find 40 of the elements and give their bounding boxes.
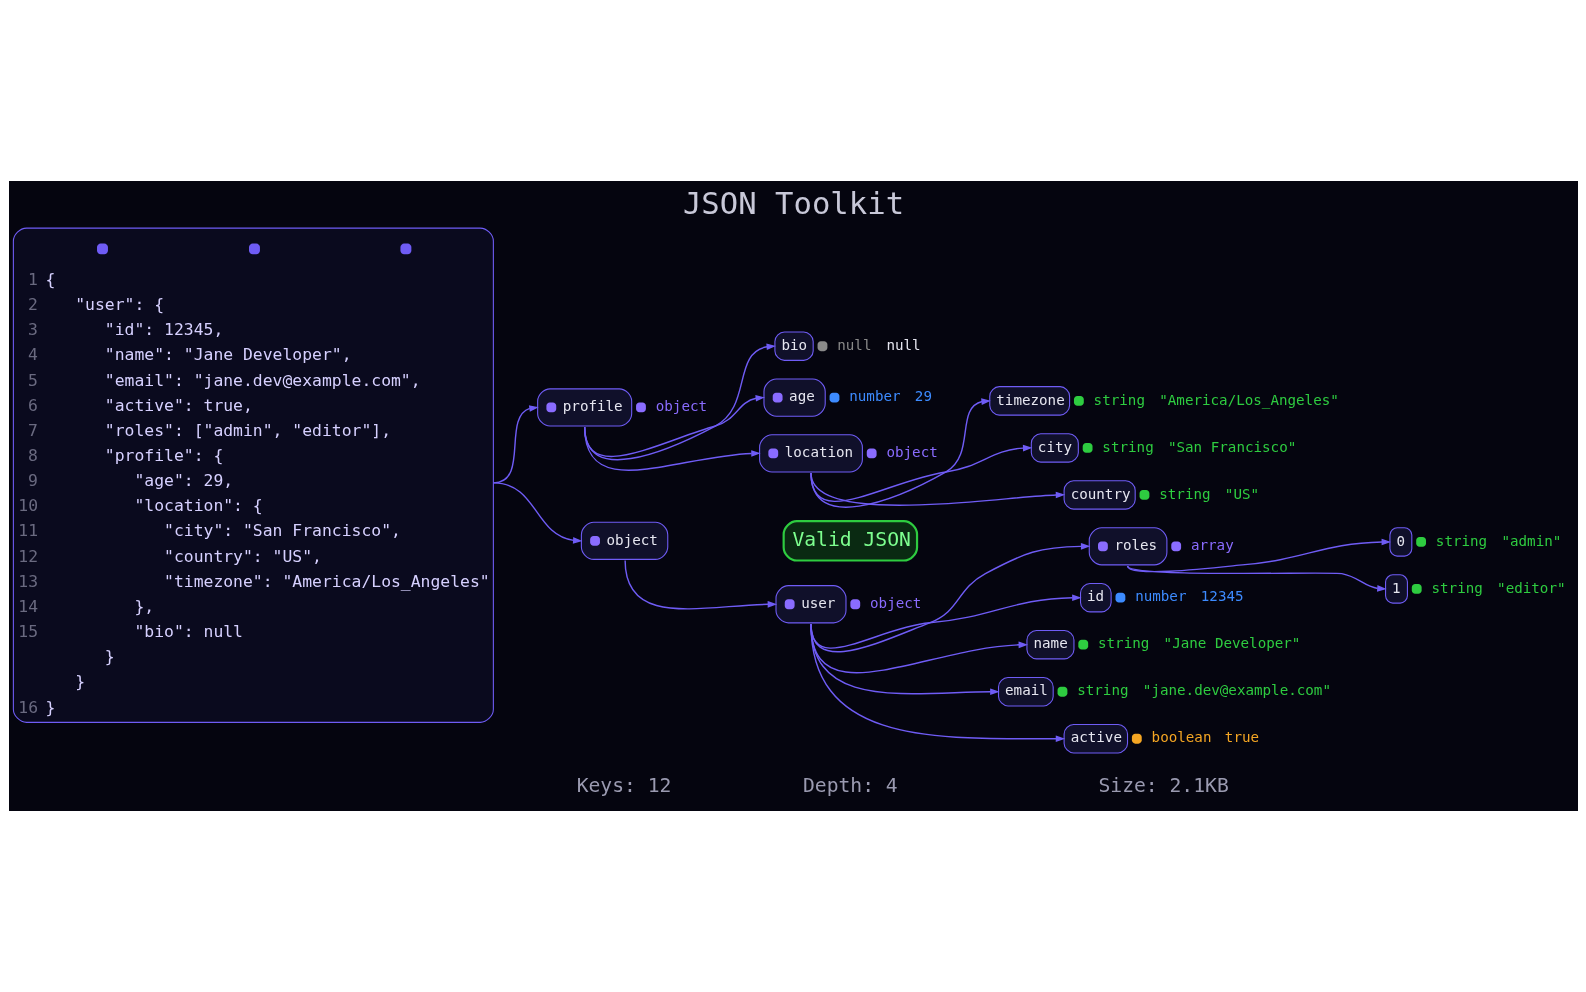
- node-label: "jane.dev@example.com": [1142, 682, 1331, 699]
- node-label: 29: [914, 388, 932, 405]
- node-label: true: [1224, 729, 1259, 746]
- node-label: string: [1435, 532, 1487, 549]
- arrow: [492, 405, 539, 484]
- node-label: string: [1101, 438, 1154, 455]
- node-box: Valid JSON: [782, 520, 918, 562]
- node-label: "editor": [1496, 579, 1566, 596]
- node-label: boolean: [1151, 729, 1211, 746]
- node-label: object: [885, 444, 938, 461]
- arrow: [492, 482, 582, 544]
- label: Depth: 4: [802, 773, 898, 797]
- arrow: [1126, 565, 1387, 592]
- arrow: [809, 398, 991, 508]
- node-label: array: [1190, 537, 1234, 554]
- node-label: null: [885, 336, 921, 353]
- node-label: string: [1097, 635, 1149, 652]
- node-label: object: [655, 398, 707, 415]
- node-label: number: [848, 388, 901, 405]
- arrow: [1126, 538, 1391, 573]
- arrow: [583, 395, 765, 457]
- node-label: null: [836, 336, 871, 353]
- node-label: object: [869, 594, 921, 611]
- node-label: "admin": [1500, 532, 1561, 549]
- node-label: "US": [1224, 485, 1259, 502]
- node-label: "San Francisco": [1167, 438, 1296, 455]
- node-label: string: [1430, 579, 1483, 596]
- label: Keys: 12: [576, 773, 671, 797]
- label: Size: 2.1KB: [1097, 773, 1229, 797]
- node-label: string: [1158, 485, 1211, 502]
- node-label: string: [1093, 391, 1145, 408]
- arrow: [583, 343, 776, 461]
- arrow: [809, 543, 1090, 653]
- node-label: string: [1076, 682, 1129, 699]
- node-label: "America/Los_Angeles": [1158, 391, 1339, 408]
- node-label: "Jane Developer": [1163, 635, 1300, 652]
- node-label: number: [1134, 588, 1186, 605]
- diagram-title: JSON Toolkit: [682, 186, 904, 222]
- node-label: 12345: [1200, 588, 1244, 605]
- arrow: [623, 559, 777, 610]
